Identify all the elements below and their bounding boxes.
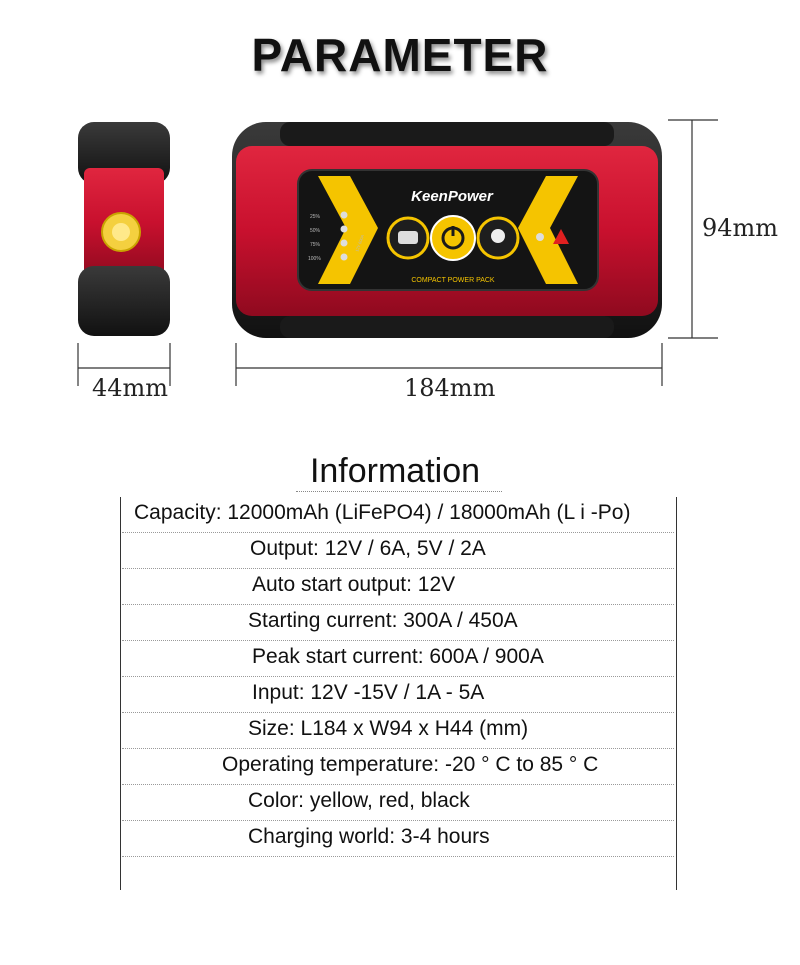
height-dimension-label: 94mm	[702, 214, 779, 242]
warning-icon	[553, 229, 569, 244]
spec-row-peak-current: Peak start current: 600A / 900A	[122, 641, 674, 677]
battery-led-icon	[340, 211, 348, 219]
depth-dimension-label: 44mm	[92, 374, 169, 402]
width-dimension-label: 184mm	[404, 374, 496, 402]
device-badge: 12V 600A	[354, 234, 365, 253]
spec-row-color: Color: yellow, red, black	[122, 785, 674, 821]
battery-level-label: 50%	[310, 228, 321, 234]
information-heading: Information	[309, 452, 481, 490]
table-left-border	[120, 497, 121, 890]
status-led-icon	[536, 233, 544, 241]
device-side-view	[78, 122, 170, 336]
product-illustration: KeenPower COMPACT POWER PACK 25% 50% 75%…	[77, 119, 718, 386]
battery-level-label: 100%	[308, 256, 321, 262]
spec-row-operating-temperature: Operating temperature: -20 ° C to 85 ° C	[122, 749, 674, 785]
page-title: PARAMETER	[251, 29, 549, 81]
table-right-border	[676, 497, 677, 890]
spec-row-output: Output: 12V / 6A, 5V / 2A	[122, 533, 674, 569]
spec-row-input: Input: 12V -15V / 1A - 5A	[122, 677, 674, 713]
spec-row-capacity: Capacity: 12000mAh (LiFePO4) / 18000mAh …	[122, 497, 674, 533]
brand-logo: KeenPower	[411, 188, 494, 205]
battery-led-icon	[340, 253, 348, 261]
device-front-view: KeenPower COMPACT POWER PACK 25% 50% 75%…	[232, 122, 662, 338]
battery-led-icon	[340, 239, 348, 247]
spec-row-starting-current: Starting current: 300A / 450A	[122, 605, 674, 641]
power-button-icon	[430, 215, 476, 261]
battery-level-label: 75%	[310, 242, 321, 248]
battery-led-icon	[340, 225, 348, 233]
battery-level-label: 25%	[310, 214, 321, 220]
dimension-lines	[77, 119, 718, 386]
spec-row-charging: Charging world: 3-4 hours	[122, 821, 674, 857]
product-subtitle: COMPACT POWER PACK	[411, 277, 495, 284]
heading-underline	[296, 491, 502, 492]
spec-row-size: Size: L184 x W94 x H44 (mm)	[122, 713, 674, 749]
spec-row-auto-start: Auto start output: 12V	[122, 569, 674, 605]
